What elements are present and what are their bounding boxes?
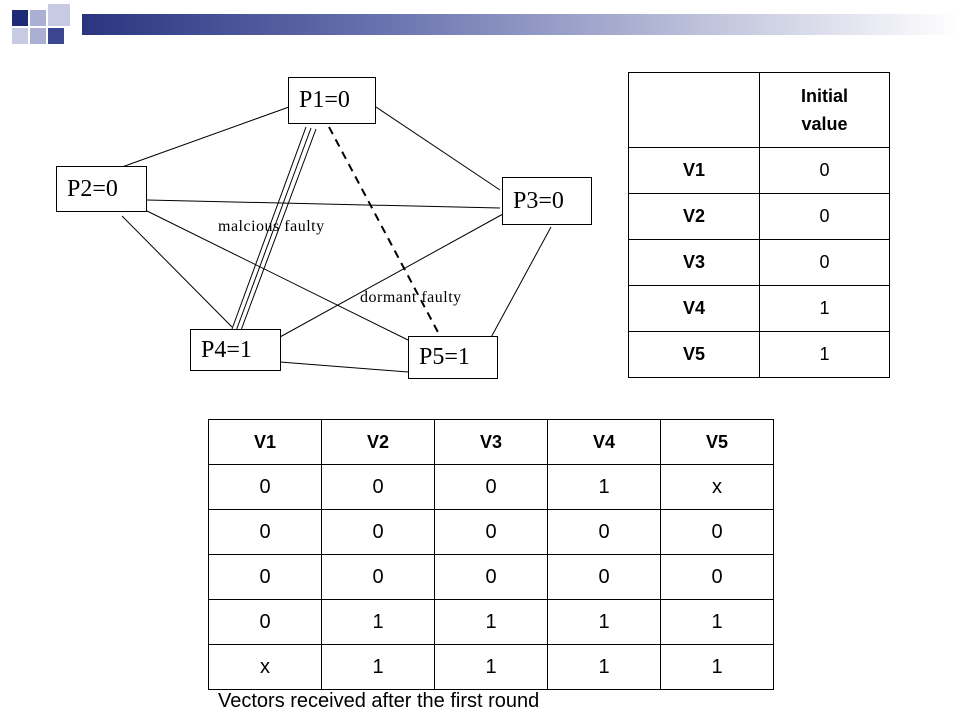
corner-square-light xyxy=(48,4,70,26)
table-cell: 1 xyxy=(547,644,661,690)
row-label: V3 xyxy=(628,239,760,286)
column-header: V3 xyxy=(434,419,548,465)
table-cell: 0 xyxy=(434,554,548,600)
table-header-empty xyxy=(628,72,760,148)
table-cell: 0 xyxy=(434,464,548,510)
column-header: V5 xyxy=(660,419,774,465)
node-p2: P2=0 xyxy=(56,166,147,212)
table-cell: 0 xyxy=(208,599,322,645)
edge-p2-p5 xyxy=(144,209,409,341)
dormant-faulty-label: dormant faulty xyxy=(360,289,462,306)
table-cell: 0 xyxy=(208,464,322,510)
column-header: V2 xyxy=(321,419,435,465)
edge-p2-p3 xyxy=(146,199,501,209)
table-cell: 0 xyxy=(208,509,322,555)
row-value: 1 xyxy=(759,285,890,332)
row-value: 0 xyxy=(759,239,890,286)
edge-p2-p1 xyxy=(121,106,290,168)
row-label: V2 xyxy=(628,193,760,240)
row-value: 1 xyxy=(759,331,890,378)
table-cell: 1 xyxy=(321,644,435,690)
table-cell: 0 xyxy=(321,554,435,600)
corner-square-dark xyxy=(12,10,28,26)
corner-square-light xyxy=(30,28,46,44)
node-p4: P4=1 xyxy=(190,329,281,371)
table-row: 0 0 0 0 0 xyxy=(208,554,774,600)
edge-p1-p4-b xyxy=(235,127,312,332)
edge-p3-p5 xyxy=(487,226,552,344)
node-p3: P3=0 xyxy=(502,177,592,225)
row-value: 0 xyxy=(759,193,890,240)
table-cell: 1 xyxy=(660,644,774,690)
node-p5: P5=1 xyxy=(408,336,498,379)
node-p1: P1=0 xyxy=(288,77,376,124)
edge-p1-p4-c xyxy=(239,128,317,334)
table-cell: 1 xyxy=(547,599,661,645)
edge-p1-p4-a xyxy=(231,126,307,330)
row-label: V1 xyxy=(628,147,760,194)
edge-p4-p5 xyxy=(279,361,409,373)
table-row: 0 0 0 1 x xyxy=(208,464,774,510)
table-row: 0 1 1 1 1 xyxy=(208,599,774,645)
corner-square-light xyxy=(12,28,28,44)
row-value: 0 xyxy=(759,147,890,194)
table-cell: 0 xyxy=(660,554,774,600)
column-header: V1 xyxy=(208,419,322,465)
table-cell: 1 xyxy=(660,599,774,645)
edge-p1-p3 xyxy=(375,106,501,191)
table-cell: 0 xyxy=(321,509,435,555)
table-cell: 0 xyxy=(208,554,322,600)
table-header-initial-value: Initial value xyxy=(759,72,890,148)
row-label: V5 xyxy=(628,331,760,378)
table-cell: 1 xyxy=(547,464,661,510)
row-label: V4 xyxy=(628,285,760,332)
caption: Vectors received after the first round xyxy=(218,690,540,712)
table-cell: 1 xyxy=(434,599,548,645)
table-cell: x xyxy=(208,644,322,690)
table-cell: 0 xyxy=(660,509,774,555)
table-cell: 0 xyxy=(321,464,435,510)
edge-p1-p5-dashed xyxy=(328,126,441,337)
malicious-faulty-label: malcious faulty xyxy=(218,218,325,235)
table-cell: 0 xyxy=(547,554,661,600)
corner-square-dark xyxy=(48,28,64,44)
vectors-table: V1 V2 V3 V4 V5 0 0 0 1 x 0 0 0 0 0 0 0 0… xyxy=(208,419,774,690)
table-cell: 1 xyxy=(321,599,435,645)
table-row: x 1 1 1 1 xyxy=(208,644,774,690)
table-cell: 0 xyxy=(434,509,548,555)
column-header: V4 xyxy=(547,419,661,465)
table-cell: 0 xyxy=(547,509,661,555)
edge-p2-p4 xyxy=(121,215,233,328)
edge-p4-p3 xyxy=(279,213,504,338)
corner-square-light xyxy=(30,10,46,26)
title-bar xyxy=(82,14,960,35)
table-row: 0 0 0 0 0 xyxy=(208,509,774,555)
table-cell: x xyxy=(660,464,774,510)
table-cell: 1 xyxy=(434,644,548,690)
